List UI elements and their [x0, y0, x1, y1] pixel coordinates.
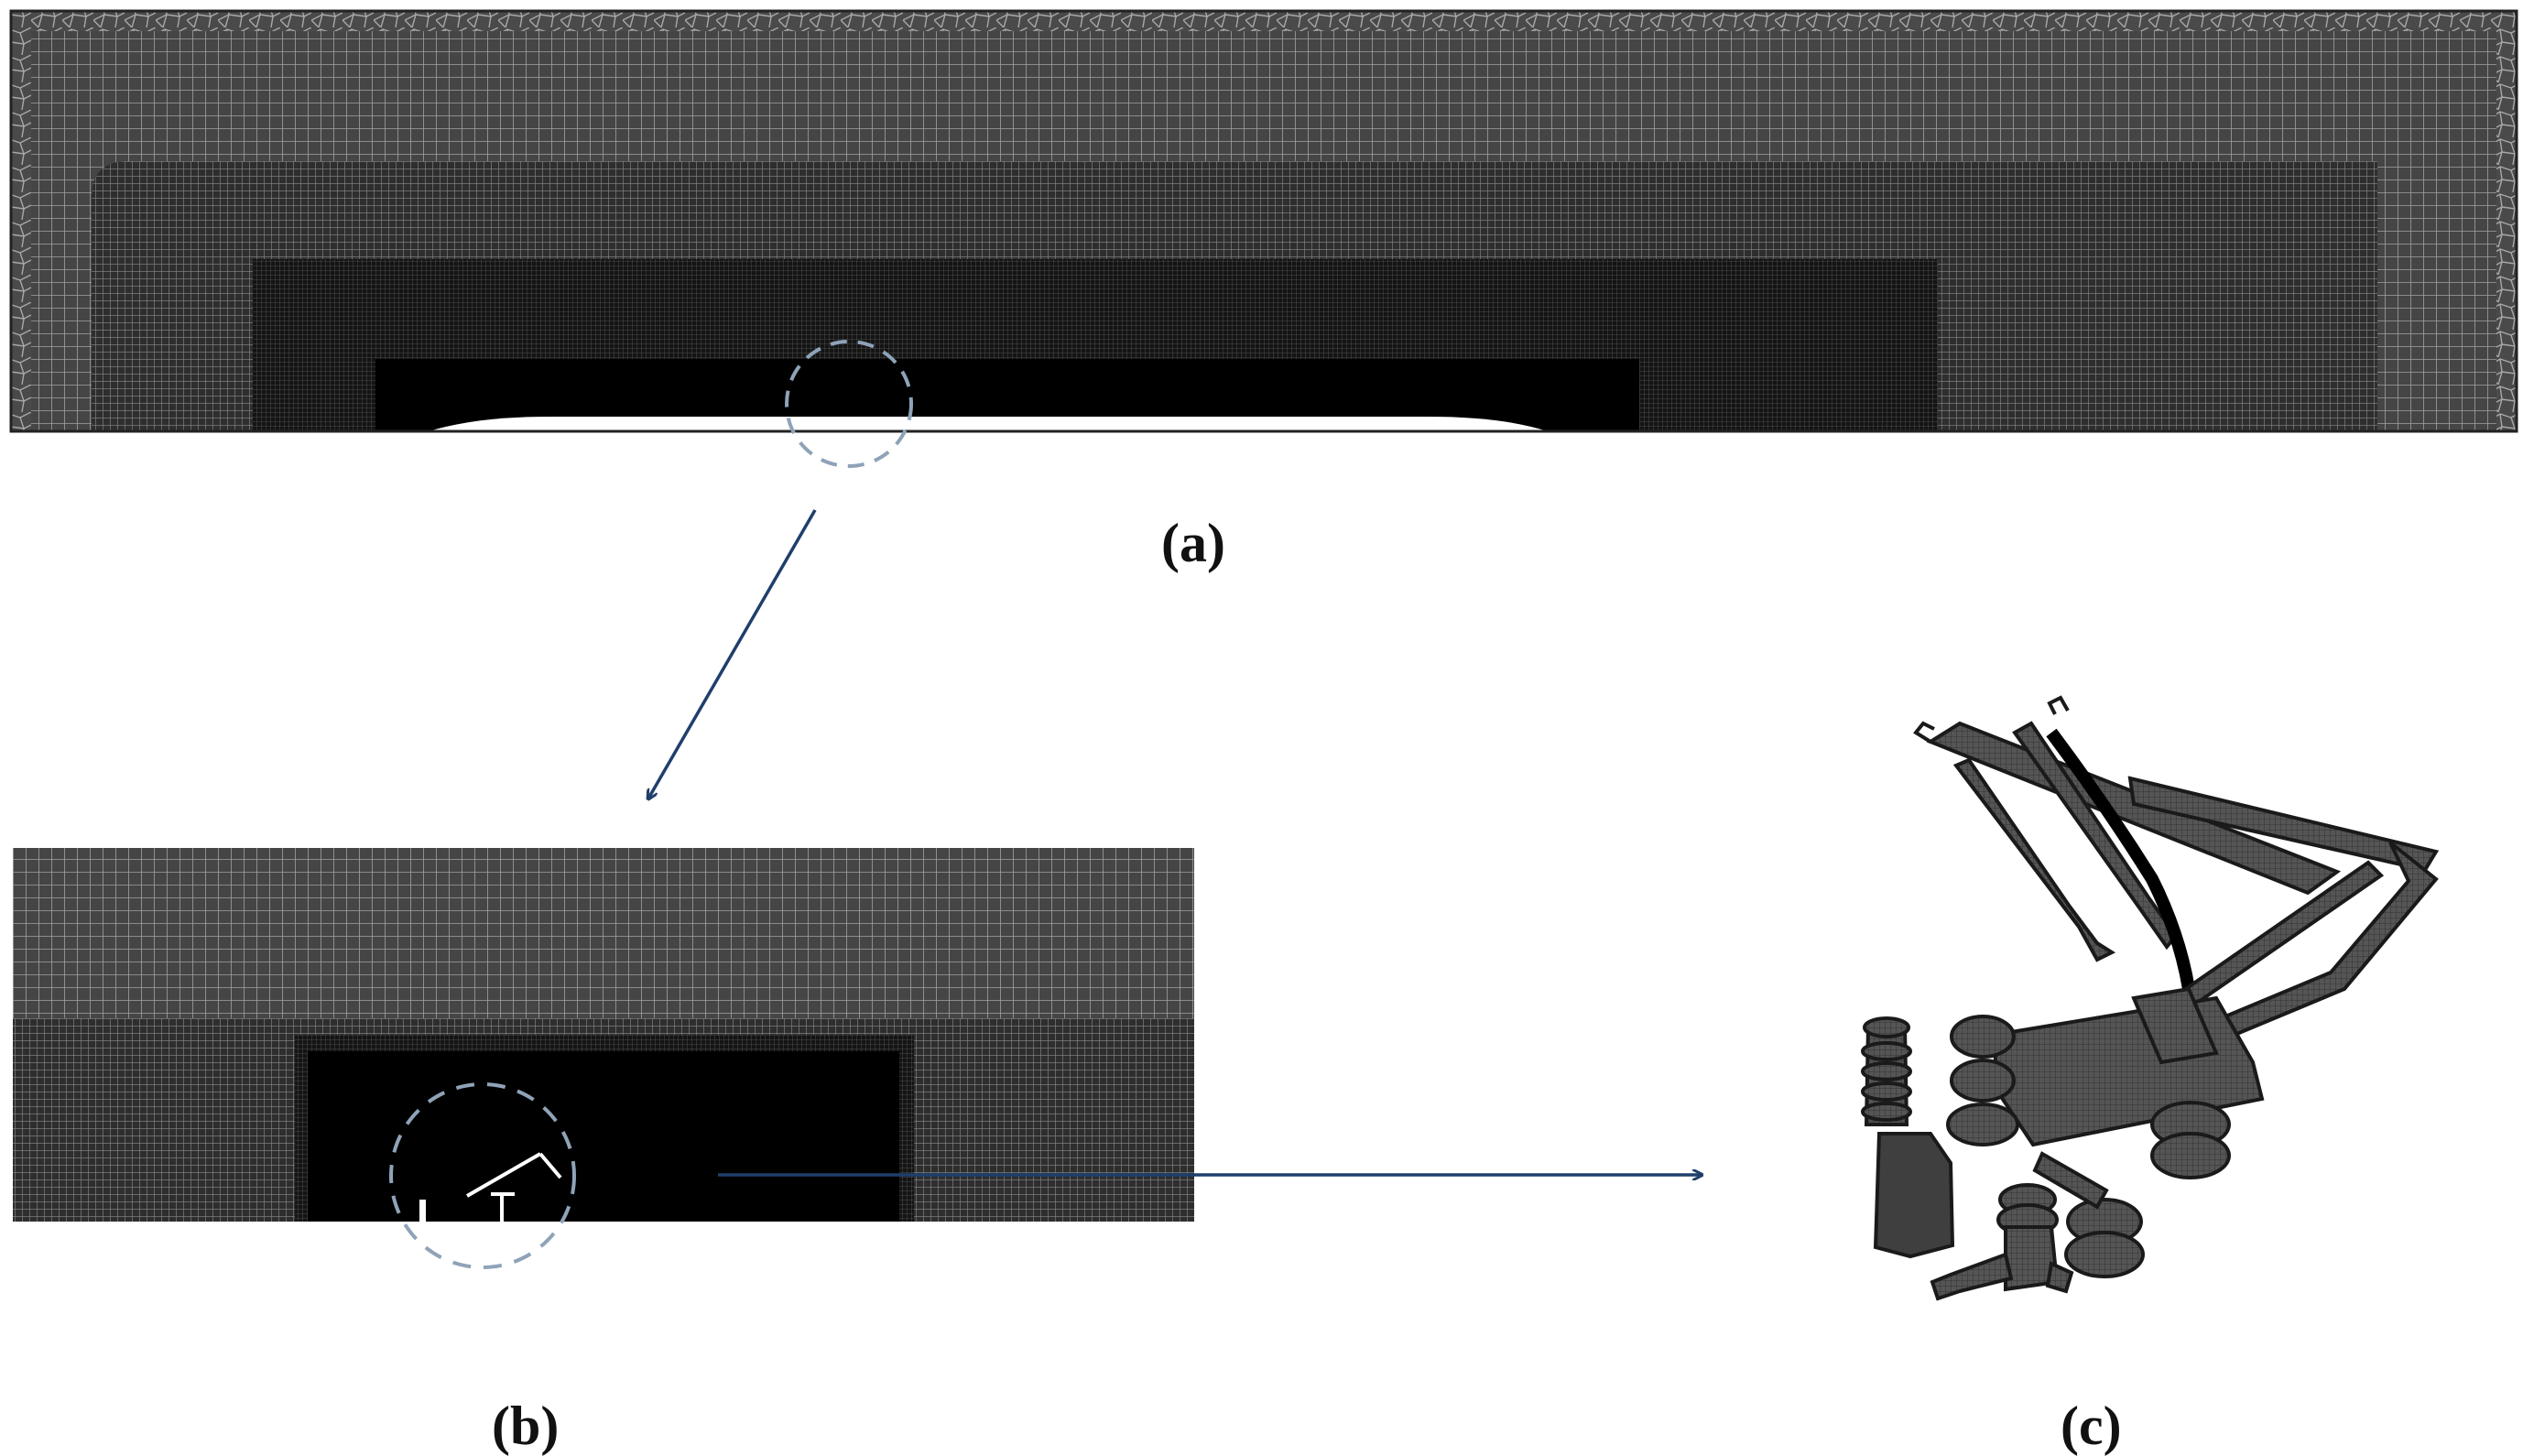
panel-a-zoom-circle [785, 340, 913, 468]
current-cable [2046, 728, 2202, 1003]
pantograph-silhouette [419, 1152, 562, 1222]
collector-horn-left [1952, 757, 2116, 962]
panel-a-domain-mesh [9, 9, 2518, 468]
panel-label-b: (b) [492, 1396, 560, 1456]
insulator-top-left [1950, 1015, 2016, 1059]
panel-c-pantograph-model [1861, 695, 2440, 1301]
panel-b-zoomed-mesh [13, 848, 1194, 1269]
arrow-a-to-b [648, 509, 817, 799]
lower-connector [1930, 1252, 2014, 1301]
panel-b-dense-region [308, 1051, 899, 1222]
panel-label-c: (c) [2061, 1396, 2122, 1456]
lower-arm [2174, 860, 2385, 1010]
train-roof-outline [429, 417, 1548, 431]
drive-box [1873, 1132, 1955, 1259]
panel-b-zoom-circle [389, 1082, 576, 1269]
panel-label-a: (a) [1161, 513, 1225, 573]
base-frame-mount [2131, 986, 2219, 1065]
collector-head-strip [1926, 721, 2342, 896]
collector-horn-right [2012, 721, 2179, 951]
